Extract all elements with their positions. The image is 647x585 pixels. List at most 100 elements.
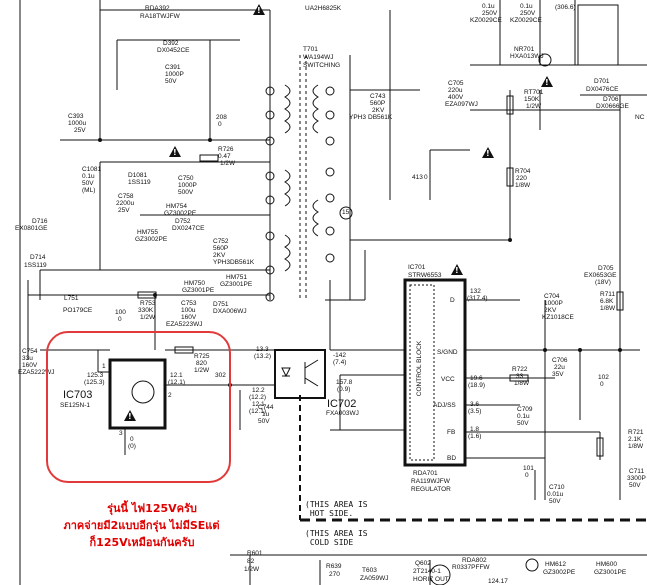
right-cap-a-volt: 250V (482, 10, 498, 17)
hm750-ref: HM750 (184, 280, 205, 287)
r722-body (509, 374, 529, 382)
c1081-ref: C1081 (82, 166, 102, 173)
node-208: 208 (216, 114, 227, 121)
warning-icon (124, 410, 136, 421)
t701-desc: SWITCHING (303, 62, 341, 69)
right-cap-b-value: 0.1u (520, 3, 533, 10)
right-cap-a-part: KZ0029CE (470, 17, 502, 24)
c705-value: 220u (448, 87, 463, 94)
terminal (265, 195, 275, 205)
d752-part: DX0247CE (172, 225, 205, 232)
c750-value: 1000P (178, 182, 197, 189)
warning-icon (169, 146, 181, 157)
ic702-vpin2: 157.8 (336, 379, 353, 386)
d716-part: EX0801GE (15, 225, 48, 232)
ic701-pin-vcc: VCC (441, 376, 455, 383)
r753-value: 330K (138, 307, 154, 314)
c744-volt: 50V (258, 418, 270, 425)
control-block-label: CONTROL BLOCK (416, 340, 424, 397)
c709-ref: C709 (517, 406, 533, 413)
c752-ref: C752 (213, 238, 229, 245)
r721-watt: 1/8W (628, 443, 644, 450)
ic701-vfb: 1.8 (470, 426, 480, 433)
r601-ref: R601 (247, 550, 263, 557)
transformer-winding (312, 199, 319, 237)
right-top-value: (306.6) (555, 4, 576, 11)
r704-watt: 1/8W (515, 182, 531, 189)
node-100: 100 (115, 309, 126, 316)
l751-part: PO179CE (63, 307, 93, 314)
ic702-v3b: (13.2) (254, 353, 271, 360)
r711-value: 6.8K (600, 298, 614, 305)
junction (98, 138, 102, 142)
c752-part: YPH3DB561K (213, 259, 255, 266)
hm600-ref: HM600 (596, 561, 617, 568)
node-413: 413 (412, 174, 423, 181)
hm612-part: GZ3002PE (543, 569, 576, 576)
c704-part: KZ1018CE (542, 314, 574, 321)
junction (578, 348, 582, 352)
terminal (265, 136, 275, 146)
junction (508, 238, 512, 242)
right-cap-b-volt: 250V (520, 10, 536, 17)
c706-ref: C706 (552, 357, 568, 364)
ic702-vpin-b: (7.4) (333, 359, 347, 366)
c1081-volt: 50V (82, 180, 94, 187)
c743-prefix: YPH3 (349, 114, 366, 121)
c744-value: 1u (262, 411, 270, 418)
ic701-body (403, 278, 467, 467)
c393-volt: 25V (74, 127, 86, 134)
t701-ref: T701 (303, 46, 318, 53)
c711-value: 3300P (627, 475, 646, 482)
r722-ref: R722 (512, 366, 528, 373)
cold-side-label: (THIS AREA IS COLD SIDE (305, 529, 368, 547)
d392-part: DX0452CE (157, 47, 190, 54)
c753-volt: 160V (181, 314, 197, 321)
ic702-v3: 13.3 (256, 346, 269, 353)
ic703-ref: IC703 (63, 389, 93, 401)
node-102-b: 0 (600, 381, 604, 388)
rda701-ref: RDA701 (413, 470, 438, 477)
ic703-transistor (131, 380, 155, 404)
hm751-ref: HM751 (226, 274, 247, 281)
t701-part: WA194WJ (303, 54, 334, 61)
r601-watt: 1/2W (244, 566, 260, 573)
terminal (265, 231, 275, 241)
ic702-led (281, 367, 291, 378)
d1081-ref: D1081 (128, 172, 148, 179)
t603-part: ZA059WJ (360, 575, 389, 582)
d714-ref: D714 (30, 254, 46, 261)
q602-transistor (429, 564, 451, 585)
ic701-vvcc: 19.6 (470, 375, 483, 382)
d392-ref: D392 (163, 40, 179, 47)
r639-value: 270 (329, 571, 340, 578)
terminal (325, 193, 335, 203)
c754-part: EZA5222WJ (18, 369, 55, 376)
r721-value: 2.1K (628, 436, 642, 443)
ic702-vpin: -142 (333, 352, 347, 359)
rt701-watt: 1/2W (526, 103, 542, 110)
hm754-ref: HM754 (166, 203, 187, 210)
c710-value: 0.01u (547, 491, 564, 498)
right-cap-a-value: 0.1u (482, 3, 495, 10)
c706-volt: 35V (552, 371, 564, 378)
transformer-winding (284, 84, 291, 134)
junction (543, 348, 547, 352)
terminal (325, 167, 335, 177)
q602-part: 2T2140-1 (413, 568, 441, 575)
r726-ref: R726 (218, 146, 234, 153)
transformer-winding (312, 84, 319, 134)
d752-ref: D752 (175, 218, 191, 225)
annotation-highlight (46, 331, 231, 483)
l751-ref: L751 (64, 295, 79, 302)
hm754-part: GZ3002PE (164, 210, 197, 217)
ua2h-part: UA2H6825K (305, 5, 342, 12)
ic701-vadj: 3.6 (470, 401, 480, 408)
hm612-ref: HM612 (545, 561, 566, 568)
ic701-part: STRW6553 (408, 272, 442, 279)
d706-ref: D706 (603, 96, 619, 103)
ic702-body (274, 349, 326, 399)
hot-side-label: (THIS AREA IS HOT SIDE. (305, 500, 368, 518)
ic703-v2: 12.2 (252, 387, 265, 394)
